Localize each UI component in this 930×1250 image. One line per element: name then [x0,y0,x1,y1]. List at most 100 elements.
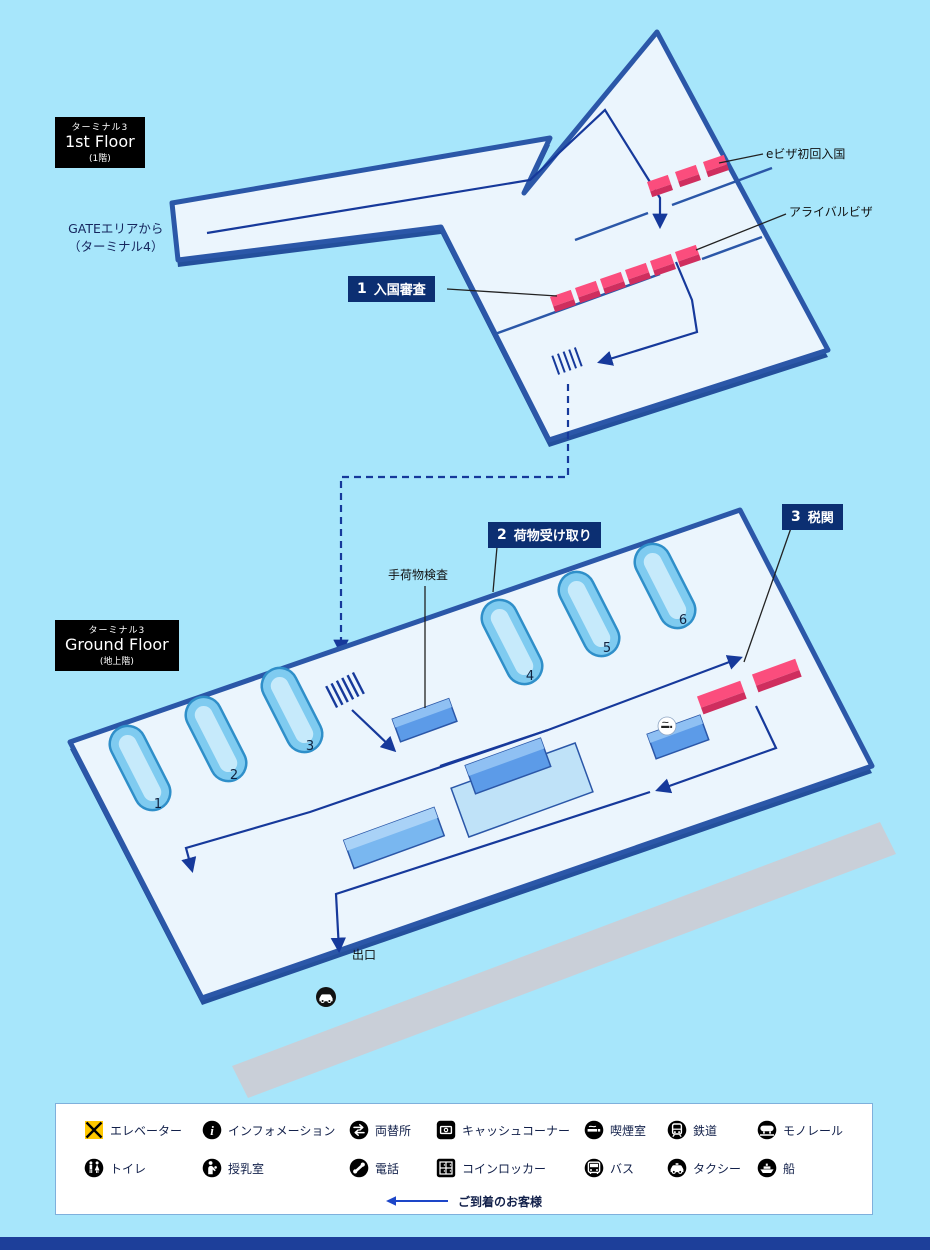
baggage-xray-machine [391,697,458,743]
evisa-counter [674,164,702,188]
railway-icon [667,1120,687,1140]
belt-number: 2 [230,768,238,783]
toilet-icon [84,1158,104,1178]
belt-number: 5 [603,641,611,656]
taxi-icon [316,987,336,1007]
floor1-sub: (1階) [88,154,111,165]
bus-icon [584,1158,604,1178]
belt-number: 4 [526,669,534,684]
arrival-visa-label: アライバルビザ [789,205,873,219]
ground-slab [67,507,875,1001]
ground-sub: (地上階) [99,657,134,668]
floor-connector-dashed-arrow [333,384,570,656]
baggage-belt-6 [633,542,697,630]
baggage-belt-2 [184,695,248,783]
immigration-counter [574,280,602,304]
legend-item-phone: 電話 [349,1158,399,1178]
customs-leader-line [743,527,792,663]
immigration-counter [549,289,577,313]
immigration-wall-upper [574,166,773,242]
legend-item-information: i インフォメーション [202,1120,335,1140]
flow-arrow-escalator-to-xray [351,709,397,753]
evisa-label: eビザ初回入国 [766,147,846,161]
escalator-icon [325,671,365,709]
step2-baggage-box: 2 荷物受け取り [488,522,601,548]
legend-item-currency-exchange: 両替所 [349,1120,411,1140]
flow-arrow-corridor [206,108,668,235]
smoking-room-icon [584,1120,604,1140]
evisa-counter [646,174,674,198]
counter-block [342,806,446,870]
step2-number: 2 [497,526,507,543]
legend-item-railway: 鉄道 [667,1120,717,1140]
legend-item-atm: キャッシュコーナー [436,1120,570,1140]
legend-item-smoking-room: 喫煙室 [584,1120,646,1140]
step3-label: 税関 [807,511,834,526]
taxi-icon [667,1158,687,1178]
legend-item-coin-locker: コインロッカー [436,1158,546,1178]
customs-counter [696,680,747,715]
floor1-title-box: ターミナル3 1st Floor (1階) [55,117,145,169]
immigration-counter [624,262,652,286]
immigration-leader-line [446,288,558,297]
flow-arrow-to-escalator [597,261,699,366]
baggage-belt-4 [480,598,544,686]
ground-name: Ground Floor [65,635,169,654]
atm-icon [436,1120,456,1140]
baggage-belt-5 [557,570,621,658]
ground-floor-title-box: ターミナル3 Ground Floor (地上階) [55,620,179,672]
immigration-counter [674,244,702,268]
belt-number: 6 [679,613,687,628]
floor1-plan [169,29,831,447]
step3-number: 3 [791,508,801,525]
service-counter [464,737,552,795]
arrival-arrow-icon [384,1192,450,1211]
legend-item-taxi: タクシー [667,1158,741,1178]
legend-item-monorail: モノレール [757,1120,843,1140]
elevator-icon [84,1120,104,1140]
evisa-leader-line [718,153,764,164]
baggage-belt-1 [108,724,172,812]
inspection-label: 手荷物検査 [388,568,449,582]
arrival-note: ご到着のお客様 [384,1192,542,1211]
legend-item-nursing-room: 授乳室 [202,1158,264,1178]
ground-terminal-tag: ターミナル3 [88,626,146,636]
coin-locker-icon [436,1158,456,1178]
floor1-slab [169,29,831,443]
evisa-counter [702,154,730,178]
immigration-counter [649,253,677,277]
phone-icon [349,1158,369,1178]
smoking-room-icon [657,716,677,736]
legend-item-bus: バス [584,1158,634,1178]
monorail-icon [757,1120,777,1140]
roadway [232,822,896,1098]
legend-item-toilet: トイレ [84,1158,146,1178]
immigration-counter [599,271,627,295]
floor1-terminal-tag: ターミナル3 [71,123,129,133]
legend-item-ship: 船 [757,1158,795,1178]
step3-customs-box: 3 税関 [782,504,843,530]
bottom-bar [0,1237,930,1250]
flow-arrow-after-customs [655,705,778,794]
baggage-leader-line [492,546,498,593]
ground-floor-plan: 1 2 3 4 5 6 [67,507,875,1005]
belt-number: 3 [306,739,314,754]
flow-arrow-to-exit [330,790,651,954]
information-icon: i [202,1120,222,1140]
step1-label: 入国審査 [373,283,426,298]
arrival-visa-leader-line [695,213,787,251]
nursing-room-icon [202,1158,222,1178]
legend-item-elevator: エレベーター [84,1120,182,1140]
baggage-belt-3 [260,666,324,754]
floor1-name: 1st Floor [65,132,135,151]
gate-area-note: GATEエリアから （ターミナル4） [68,221,164,254]
step2-label: 荷物受け取り [513,529,592,544]
svg-text:i: i [210,1123,214,1138]
belt-number: 1 [154,797,162,812]
customs-counter [751,658,802,693]
flow-arrow-to-belts [181,728,549,873]
step1-number: 1 [357,280,367,297]
currency-exchange-icon [349,1120,369,1140]
